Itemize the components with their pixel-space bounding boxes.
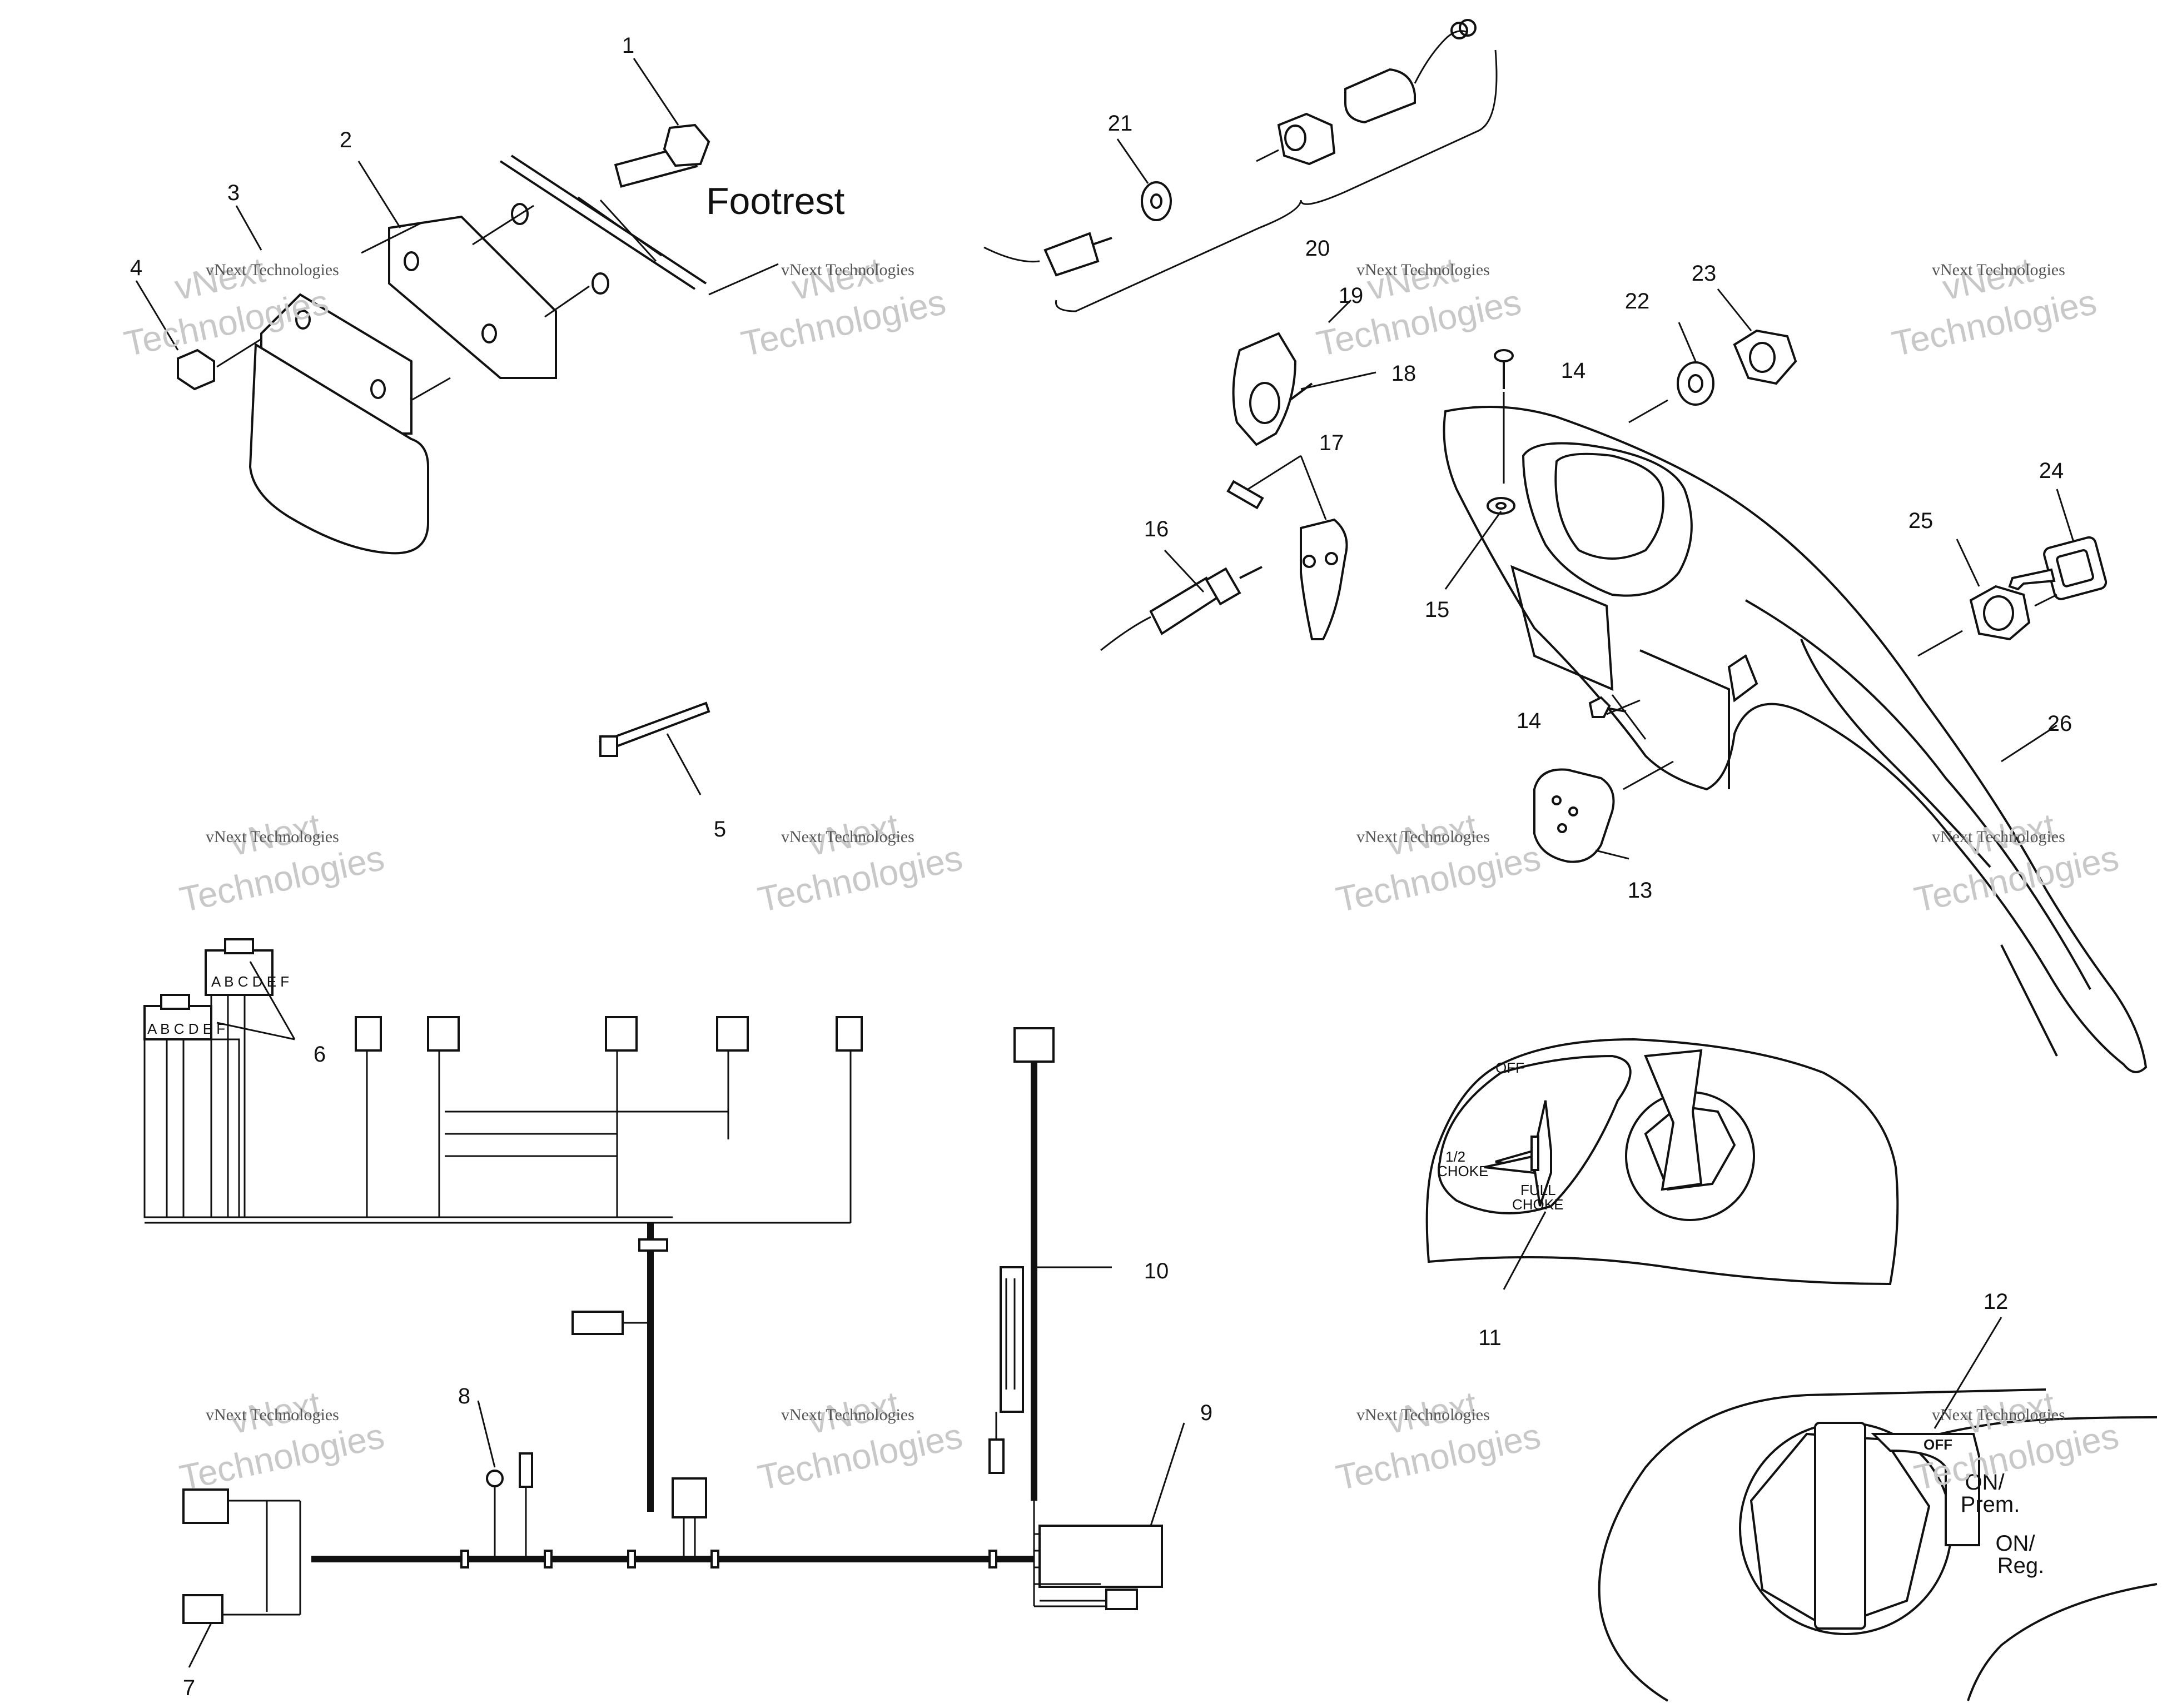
- callout-19: 19: [1339, 283, 1364, 308]
- watermark-small: vNext Technologies: [1356, 1406, 1490, 1424]
- choke-lever-part: [1300, 518, 1348, 640]
- callout-17: 17: [1319, 431, 1344, 455]
- callout-1: 1: [622, 33, 634, 58]
- connector-pin-label: A B C D E F: [147, 1020, 225, 1037]
- callout-7: 7: [183, 1676, 195, 1700]
- console-panel: [1443, 406, 2148, 1073]
- watermark-small: vNext Technologies: [781, 261, 914, 279]
- callout-25: 25: [1908, 509, 1934, 533]
- watermark: vNext Technologies: [738, 250, 949, 364]
- watermark: vNext Technologies: [1333, 805, 1544, 920]
- callout-14-top: 14: [1561, 358, 1586, 383]
- watermark-small: vNext Technologies: [206, 828, 339, 846]
- callout-12: 12: [1984, 1289, 2009, 1314]
- watermark-small: vNext Technologies: [1356, 828, 1490, 846]
- spacer-block-part: [388, 215, 557, 379]
- footrest-label: Footrest: [706, 180, 845, 222]
- watermark-small: vNext Technologies: [1932, 261, 2065, 279]
- callout-6: 6: [314, 1042, 326, 1067]
- nut-part: [177, 348, 215, 391]
- callout-14-lower: 14: [1517, 709, 1542, 733]
- callout-4: 4: [130, 256, 142, 280]
- callout-15: 15: [1425, 597, 1450, 622]
- watermark: vNext Technologies: [1333, 1383, 1544, 1498]
- bolt-part: [614, 123, 710, 188]
- callout-23: 23: [1692, 261, 1717, 286]
- footrest-assembly: [177, 123, 710, 555]
- watermark: vNext Technologies: [1313, 250, 1524, 364]
- watermark: vNext Technologies: [176, 805, 387, 920]
- watermark: vNext Technologies: [754, 805, 966, 920]
- callout-21: 21: [1108, 111, 1133, 136]
- choke-off-label: OFF: [1495, 1059, 1524, 1076]
- ignition-key-part: [2043, 536, 2108, 600]
- connector-pin-label: A B C D E F: [211, 973, 289, 990]
- valve-off-label: OFF: [1924, 1436, 1952, 1453]
- callout-3: 3: [227, 181, 240, 205]
- fuel-valve-detail: OFF ON/Prem. ON/Reg.: [1598, 1388, 2158, 1702]
- watermark-small: vNext Technologies: [1932, 828, 2065, 846]
- choke-assembly: [1100, 332, 1348, 651]
- watermark-small: vNext Technologies: [206, 261, 339, 279]
- watermark-small: vNext Technologies: [1932, 1406, 2065, 1424]
- watermark: vNext Technologies: [754, 1383, 966, 1498]
- callout-20: 20: [1305, 236, 1330, 261]
- callout-8: 8: [458, 1384, 470, 1408]
- wiring-harness: A B C D E F A B C D E F: [143, 938, 1163, 1624]
- valve-on-reg-label: ON/Reg.: [1995, 1531, 2044, 1578]
- callout-11: 11: [1478, 1326, 1502, 1350]
- hardware-parts: [1487, 329, 2108, 863]
- callout-numbers: 1 2 3 4 5 6 7 8 9 10 11 12 13 14 14 15 1…: [130, 33, 2072, 1700]
- watermarks: vNext Technologies vNext Technologies vN…: [121, 250, 2122, 1498]
- watermark-small: vNext Technologies: [781, 1406, 914, 1424]
- callout-24: 24: [2039, 459, 2064, 483]
- leader-lines: [135, 58, 2075, 1668]
- watermark: vNext Technologies: [1888, 250, 2100, 364]
- callout-18: 18: [1391, 361, 1416, 386]
- cable-tie-part: [598, 701, 710, 757]
- callout-5: 5: [714, 817, 726, 841]
- watermark: vNext Technologies: [176, 1383, 387, 1498]
- callout-26: 26: [2047, 711, 2072, 736]
- callout-10: 10: [1144, 1259, 1169, 1283]
- watermark-small: vNext Technologies: [781, 828, 914, 846]
- callout-16: 16: [1144, 517, 1169, 541]
- callout-22: 22: [1625, 289, 1650, 313]
- callout-13: 13: [1628, 878, 1653, 903]
- callout-9: 9: [1200, 1401, 1212, 1425]
- footrest-pad-part: [248, 342, 429, 555]
- watermark-small: vNext Technologies: [206, 1406, 339, 1424]
- valve-on-prem-label: ON/Prem.: [1961, 1470, 2020, 1517]
- callout-2: 2: [340, 128, 352, 152]
- switch-assembly: [983, 19, 1498, 312]
- watermark-small: vNext Technologies: [1356, 261, 1490, 279]
